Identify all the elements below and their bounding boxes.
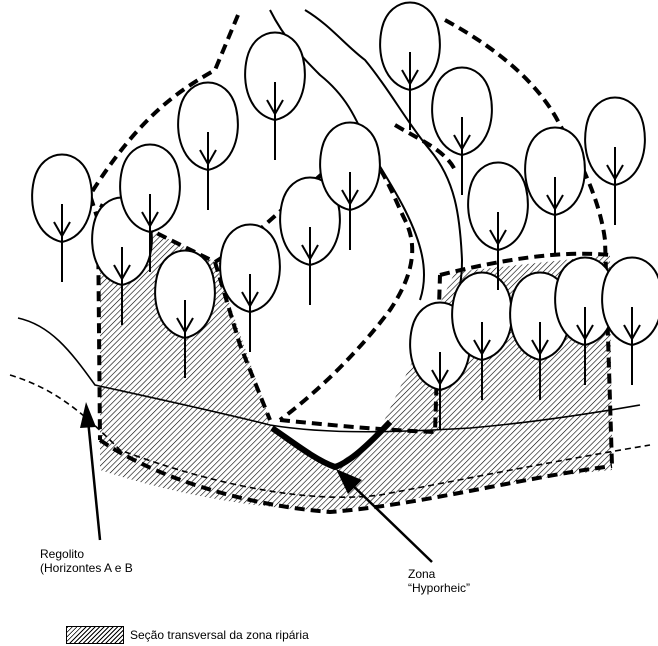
legend-label: Seção transversal da zona ripária (130, 628, 309, 642)
zona-label-line2: “Hyporheic” (408, 581, 470, 595)
zona-label: Zona “Hyporheic” (408, 567, 470, 595)
regolito-label: Regolito (Horizontes A e B (40, 547, 133, 575)
regolito-label-line1: Regolito (40, 547, 133, 561)
legend-hatch-swatch (66, 626, 124, 644)
regolito-label-line2: (Horizontes A e B (40, 561, 133, 575)
zona-label-line1: Zona (408, 567, 470, 581)
